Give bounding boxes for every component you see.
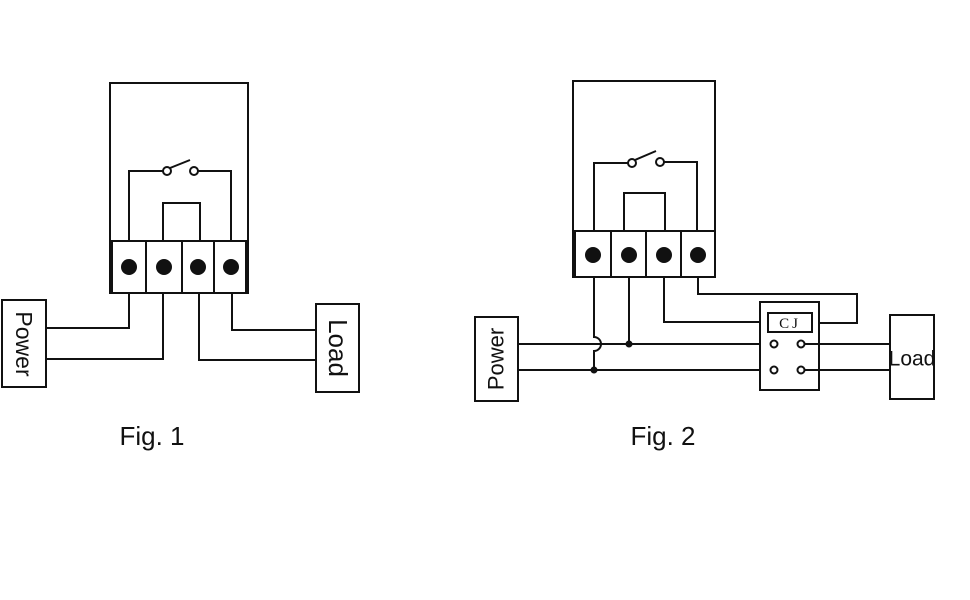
fig1-internal-wire-right <box>198 170 232 241</box>
fig1-caption: Fig. 1 <box>119 421 184 451</box>
fig2-contact-bottom-right <box>796 365 806 375</box>
fig2-internal-wire-left <box>593 162 628 231</box>
fig1-power-label: Power <box>11 311 37 377</box>
fig2-switch-contact-right <box>655 157 665 167</box>
fig1-switch-contact-right <box>189 166 199 176</box>
fig2-internal-wire-right <box>664 161 698 231</box>
fig2-power-label: Power <box>484 328 509 390</box>
fig2-terminal-2 <box>621 247 637 263</box>
fig1-terminal-2 <box>156 259 172 275</box>
fig1-internal-wire-left <box>128 170 163 241</box>
fig2-junction-bottom <box>590 366 598 374</box>
fig2-wire-terminal4-coil <box>697 277 858 324</box>
fig2-diagram: Power CJ Load Fig. 2 <box>474 80 936 451</box>
fig2-internal-bridge <box>623 192 666 231</box>
fig2-switch-blade <box>634 150 657 161</box>
fig2-terminal-1 <box>585 247 601 263</box>
fig2-contact-bottom-left <box>769 365 779 375</box>
fig2-load-box <box>889 314 935 400</box>
fig1-terminal-1 <box>121 259 137 275</box>
fig1-terminal-3 <box>190 259 206 275</box>
fig1-diagram: Power Load Fig. 1 <box>1 82 360 451</box>
fig2-contact-top-right <box>796 339 806 349</box>
fig1-power-box <box>1 299 47 388</box>
fig1-wire-load-1 <box>198 293 316 361</box>
fig2-contactor-label: CJ <box>779 316 801 332</box>
fig2-contactor-coil <box>767 312 813 333</box>
fig1-wire-power-2 <box>47 293 164 360</box>
fig2-contact-top-left <box>769 339 779 349</box>
fig1-internal-bridge <box>162 202 201 241</box>
fig2-wire-terminal1 <box>593 277 602 370</box>
fig1-switch-contact-left <box>162 166 172 176</box>
fig1-wire-power-1 <box>47 293 130 329</box>
fig1-load-box <box>315 303 360 393</box>
fig2-load-label: Load <box>889 348 936 371</box>
fig1-terminal-4 <box>223 259 239 275</box>
fig2-junction-top <box>625 340 633 348</box>
fig2-terminal-3 <box>656 247 672 263</box>
fig2-power-box <box>474 316 519 402</box>
fig2-terminal-4 <box>690 247 706 263</box>
fig2-switch-contact-left <box>627 158 637 168</box>
fig1-wire-load-2 <box>231 293 316 331</box>
fig2-wire-terminal3-coil <box>663 277 768 323</box>
fig1-switch-blade <box>169 159 191 169</box>
fig2-caption: Fig. 2 <box>630 421 695 451</box>
fig1-load-label: Load <box>323 319 353 377</box>
